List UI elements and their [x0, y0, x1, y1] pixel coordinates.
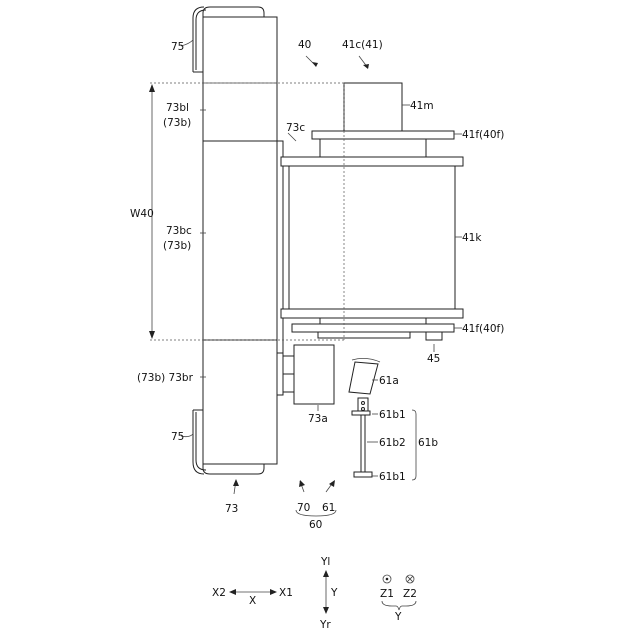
label-61b: 61b	[418, 437, 438, 449]
axis-label-yl: Yl	[320, 556, 330, 568]
probe-61	[349, 358, 380, 477]
label-41m: 41m	[410, 100, 434, 112]
label-w40: W40	[130, 208, 154, 220]
label-73br: (73b) 73br	[137, 372, 194, 384]
label-40: 40	[298, 39, 311, 51]
axis-label-x1: X1	[279, 587, 293, 599]
label-75-bottom: 75	[171, 431, 184, 443]
axis-label-y: Y	[330, 587, 338, 599]
label-70: 70	[297, 502, 310, 514]
label-75-top: 75	[171, 41, 184, 53]
label-73bc-a: 73bc	[166, 225, 192, 237]
axis-label-x: X	[249, 595, 256, 607]
sensor-73a	[277, 345, 334, 404]
label-61: 61	[322, 502, 335, 514]
label-73bl-a: 73bl	[166, 102, 189, 114]
column-73	[203, 17, 283, 464]
label-41c: 41c(41)	[342, 39, 383, 51]
label-61a: 61a	[379, 375, 399, 387]
axis-label-z1: Z1	[380, 588, 394, 600]
axis-label-x2: X2	[212, 587, 226, 599]
label-73c: 73c	[286, 122, 305, 134]
roller-unit-41	[281, 83, 463, 340]
label-45: 45	[427, 353, 440, 365]
label-60: 60	[309, 519, 322, 531]
label-61b1-top: 61b1	[379, 409, 406, 421]
axis-indicators: Yl Y Yr X2 X X1 Z1 Z2 Y	[212, 556, 417, 631]
label-61b2: 61b2	[379, 437, 406, 449]
label-61b1-bottom: 61b1	[379, 471, 406, 483]
label-73bc-b: (73b)	[163, 240, 191, 252]
label-41k: 41k	[462, 232, 482, 244]
label-41f-top: 41f(40f)	[462, 129, 504, 141]
label-73a: 73a	[308, 413, 328, 425]
label-73: 73	[225, 503, 238, 515]
z2-into-page-icon	[406, 575, 414, 583]
label-41f-bottom: 41f(40f)	[462, 323, 504, 335]
label-73bl-b: (73b)	[163, 117, 191, 129]
axis-label-y-group: Y	[394, 611, 402, 623]
axis-label-yr: Yr	[319, 619, 331, 631]
axis-label-z2: Z2	[403, 588, 417, 600]
z1-out-of-page-icon	[383, 575, 391, 583]
